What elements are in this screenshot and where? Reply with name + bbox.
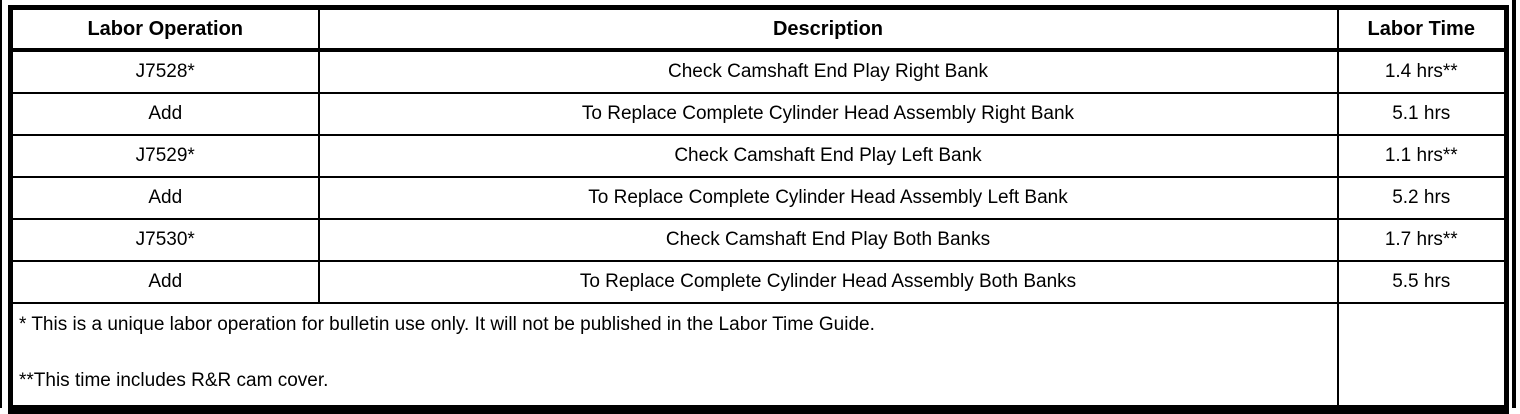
table-row: J7529* Check Camshaft End Play Left Bank…	[9, 134, 1508, 178]
footnotes-cell: * This is a unique labor operation for b…	[9, 302, 1339, 410]
table-row: Add To Replace Complete Cylinder Head As…	[9, 176, 1508, 220]
footnotes-labor-time-empty-cell	[1336, 302, 1508, 410]
cell-labor-time: 1.4 hrs**	[1336, 49, 1508, 94]
cell-description: To Replace Complete Cylinder Head Assemb…	[317, 176, 1339, 220]
cell-description: Check Camshaft End Play Right Bank	[317, 49, 1339, 94]
cell-description: Check Camshaft End Play Both Banks	[317, 218, 1339, 262]
cell-labor-time: 5.2 hrs	[1336, 176, 1508, 220]
cell-labor-operation: Add	[9, 176, 320, 220]
cell-labor-time: 1.1 hrs**	[1336, 134, 1508, 178]
footnotes-row: * This is a unique labor operation for b…	[9, 302, 1508, 410]
table-row: Add To Replace Complete Cylinder Head As…	[9, 260, 1508, 304]
table-row: Add To Replace Complete Cylinder Head As…	[9, 92, 1508, 136]
cell-labor-operation: J7529*	[9, 134, 320, 178]
cell-description: Check Camshaft End Play Left Bank	[317, 134, 1339, 178]
footnote-double-asterisk: **This time includes R&R cam cover.	[19, 370, 329, 391]
column-header-labor-operation: Labor Operation	[9, 7, 320, 52]
table-row: J7530* Check Camshaft End Play Both Bank…	[9, 218, 1508, 262]
cell-labor-operation: J7528*	[9, 49, 320, 94]
outer-frame-left-line	[0, 0, 2, 408]
cell-labor-time: 5.1 hrs	[1336, 92, 1508, 136]
cell-labor-time: 1.7 hrs**	[1336, 218, 1508, 262]
header-row: Labor Operation Description Labor Time	[9, 7, 1508, 52]
cell-labor-operation: Add	[9, 260, 320, 304]
table-row: J7528* Check Camshaft End Play Right Ban…	[9, 49, 1508, 94]
footnote-single-asterisk: * This is a unique labor operation for b…	[19, 314, 875, 335]
cell-labor-operation: Add	[9, 92, 320, 136]
column-header-labor-time: Labor Time	[1336, 7, 1508, 52]
cell-description: To Replace Complete Cylinder Head Assemb…	[317, 260, 1339, 304]
cell-labor-time: 5.5 hrs	[1336, 260, 1508, 304]
cell-description: To Replace Complete Cylinder Head Assemb…	[317, 92, 1339, 136]
outer-frame-right-line	[1512, 0, 1516, 408]
cell-labor-operation: J7530*	[9, 218, 320, 262]
column-header-description: Description	[317, 7, 1339, 52]
labor-operations-table: Labor Operation Description Labor Time J…	[8, 5, 1509, 414]
